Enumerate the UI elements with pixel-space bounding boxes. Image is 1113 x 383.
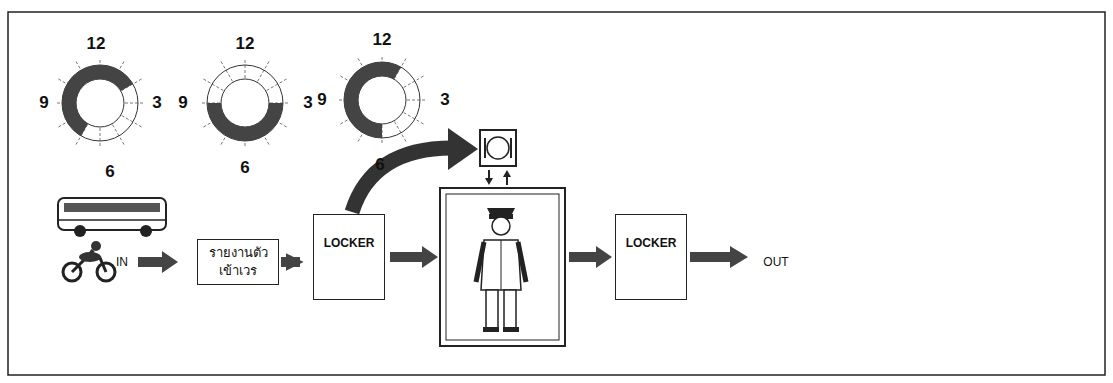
flow-label: OUT [763,255,788,269]
meal-icon [480,130,516,166]
time-arc [62,65,133,136]
clock-number: 3 [440,90,449,110]
box-label: รายงานตัว เข้าเวร [204,244,272,279]
flow-arrow [690,246,748,268]
meal-arrows [485,170,511,185]
clock-number: 6 [240,158,249,178]
box-label: LOCKER [324,235,375,251]
locker-box: LOCKER [615,214,687,300]
clock-ring [207,65,283,141]
flow-arrow [390,246,438,268]
frame [8,12,1105,375]
clock-number: 3 [152,93,161,113]
clock-number: 9 [178,93,187,113]
bus-icon [58,198,166,237]
clock-ring [344,62,420,138]
clock-spokes [56,56,426,147]
clock-number: 12 [373,30,392,50]
clock-number: 12 [236,34,255,54]
curved-arrow-head [448,128,478,170]
clock-ring [76,79,124,127]
clock-ring [358,76,406,124]
guard-post [440,188,565,346]
report-box: รายงานตัว เข้าเวร [197,239,279,285]
flow-arrow [281,257,300,267]
clock-number: 12 [87,34,106,54]
motorcycle-icon [63,241,115,281]
time-arc [207,103,283,141]
clock-number: 3 [303,93,312,113]
clock-ring [62,65,138,141]
flow-arrow [569,246,612,268]
flow-arrow [138,251,178,273]
curved-arrow [352,148,452,212]
flow-label: IN [116,255,128,269]
clock-ring [221,79,269,127]
locker-box: LOCKER [313,214,385,300]
time-arc [344,62,401,138]
clock-number: 9 [39,93,48,113]
clock-number: 6 [375,155,384,175]
clock-number: 9 [317,90,326,110]
box-label: LOCKER [626,235,677,251]
clock-number: 6 [105,162,114,182]
